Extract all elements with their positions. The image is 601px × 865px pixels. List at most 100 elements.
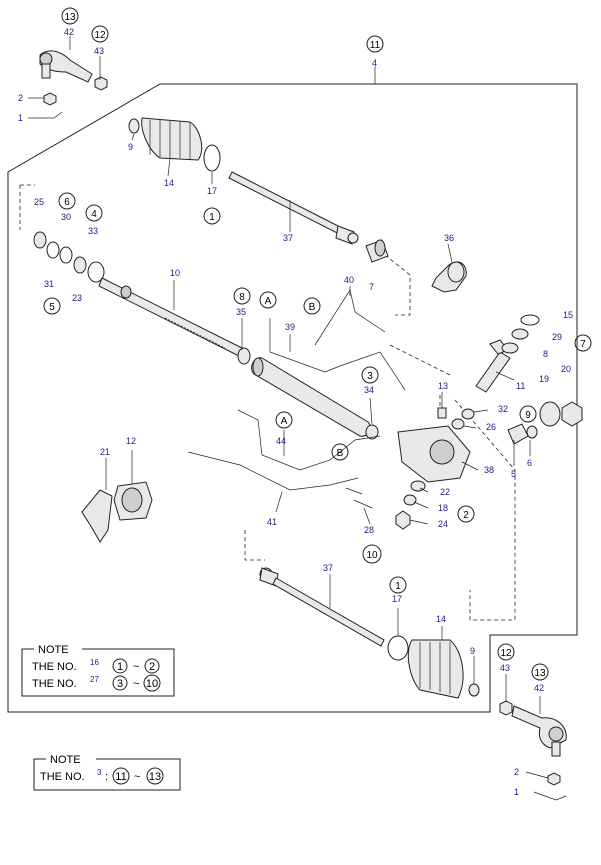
note1-row1-sep: ~ bbox=[133, 661, 139, 673]
inner-tie-rod-top bbox=[228, 171, 359, 245]
label-1-bottom: 1 bbox=[514, 787, 519, 797]
note1-row1-part: 16 bbox=[90, 658, 99, 667]
ref-circle-12-top: 12 bbox=[91, 25, 109, 43]
label-13: 13 bbox=[438, 381, 448, 391]
bellows-bottom bbox=[407, 639, 464, 699]
label-43-bottom: 43 bbox=[500, 663, 510, 673]
label-5: 5 bbox=[511, 469, 516, 479]
label-29: 29 bbox=[552, 332, 562, 342]
svg-text:12: 12 bbox=[94, 30, 106, 41]
label-28: 28 bbox=[364, 525, 374, 535]
label-42-top: 42 bbox=[64, 27, 74, 37]
label-19: 19 bbox=[539, 374, 549, 384]
steering-rack-10 bbox=[98, 277, 247, 359]
label-15: 15 bbox=[563, 310, 573, 320]
label-44: 44 bbox=[276, 436, 286, 446]
label-24: 24 bbox=[438, 519, 448, 529]
cotter-pin-top bbox=[34, 111, 63, 119]
label-14-bottom: 14 bbox=[436, 614, 446, 624]
note1-row1-prefix: THE NO. bbox=[32, 661, 77, 673]
label-43-top: 43 bbox=[94, 46, 104, 56]
ref-circle-11: 11 bbox=[366, 35, 384, 53]
castle-nut-top bbox=[43, 92, 57, 106]
ref-circle-4: 4 bbox=[85, 204, 103, 222]
label-14-top: 14 bbox=[164, 178, 174, 188]
bellows-clip-top bbox=[128, 118, 140, 134]
ring-29 bbox=[511, 328, 529, 340]
bellows-band-bottom bbox=[387, 635, 409, 661]
label-40: 40 bbox=[344, 275, 354, 285]
svg-text:1: 1 bbox=[209, 212, 215, 223]
label-36: 36 bbox=[444, 233, 454, 243]
label-21: 21 bbox=[100, 447, 110, 457]
note1-row2-prefix: THE NO. bbox=[32, 678, 77, 690]
label-31: 31 bbox=[44, 279, 54, 289]
leader-lines bbox=[28, 36, 549, 779]
bellows-band-top bbox=[203, 144, 221, 172]
ref-circle-1-top: 1 bbox=[203, 207, 221, 225]
ref-circle-13-bottom: 13 bbox=[531, 663, 549, 681]
svg-text:3: 3 bbox=[367, 371, 373, 382]
label-39: 39 bbox=[285, 322, 295, 332]
assembly-frame bbox=[7, 83, 578, 713]
label-20: 20 bbox=[561, 364, 571, 374]
note1-title: NOTE bbox=[38, 644, 69, 656]
group-line-25-31 bbox=[19, 184, 35, 230]
note1-row2-from: 3 bbox=[117, 678, 123, 690]
label-22: 22 bbox=[440, 487, 450, 497]
label-17-bottom: 17 bbox=[392, 594, 402, 604]
label-2-top: 2 bbox=[18, 93, 23, 103]
svg-text:10: 10 bbox=[366, 550, 378, 561]
svg-text:12: 12 bbox=[500, 648, 512, 659]
note2-row-prefix: THE NO. bbox=[40, 771, 85, 783]
label-4: 4 bbox=[372, 58, 377, 68]
seal-26 bbox=[451, 418, 465, 430]
ref-circle-5: 5 bbox=[43, 297, 61, 315]
pipe-44 bbox=[237, 409, 381, 471]
ref-circle-6: 6 bbox=[58, 192, 76, 210]
note1-row2-to: 10 bbox=[146, 678, 158, 690]
label-12: 12 bbox=[126, 436, 136, 446]
label-6: 6 bbox=[527, 458, 532, 468]
nut-24 bbox=[395, 510, 411, 530]
note2-row-sep: ~ bbox=[134, 771, 140, 783]
note2-row-part: 3 bbox=[97, 768, 102, 777]
castle-nut-bottom bbox=[547, 772, 561, 786]
svg-text:B: B bbox=[337, 448, 344, 459]
ref-circle-a-bottom: A bbox=[275, 411, 293, 429]
pipe-40 bbox=[314, 289, 386, 346]
plug-19 bbox=[539, 401, 561, 427]
svg-text:A: A bbox=[281, 416, 288, 427]
svg-text:9: 9 bbox=[525, 410, 531, 421]
ref-circle-a-top: A bbox=[259, 291, 277, 309]
cotter-pin-bottom bbox=[533, 791, 567, 801]
label-2-bottom: 2 bbox=[514, 767, 519, 777]
note2-row-colon: : bbox=[105, 771, 108, 783]
pipe-39 bbox=[269, 318, 406, 391]
tie-rod-nut-top bbox=[94, 76, 108, 91]
ring-25 bbox=[33, 231, 47, 249]
label-17-top: 17 bbox=[207, 186, 217, 196]
part-labels: 42 43 2 1 4 9 14 17 37 36 25 30 33 31 23… bbox=[18, 27, 573, 797]
ref-circle-7: 7 bbox=[574, 334, 592, 352]
cylinder-tube bbox=[251, 357, 371, 437]
o-ring-33 bbox=[87, 261, 105, 283]
note1-row2-part: 27 bbox=[90, 675, 99, 684]
label-42-bottom: 42 bbox=[534, 683, 544, 693]
svg-text:6: 6 bbox=[64, 197, 70, 208]
label-18: 18 bbox=[438, 503, 448, 513]
label-10: 10 bbox=[170, 268, 180, 278]
locknut-20 bbox=[561, 401, 583, 427]
label-35: 35 bbox=[236, 307, 246, 317]
svg-text:4: 4 bbox=[91, 209, 97, 220]
ref-circle-3: 3 bbox=[361, 366, 379, 384]
note2-row-to: 13 bbox=[149, 771, 161, 783]
tie-rod-nut-bottom bbox=[499, 700, 513, 716]
note-box-1: NOTE THE NO. 16 1 ~ 2 THE NO. 27 3 ~ 10 bbox=[21, 644, 175, 697]
ref-circle-9: 9 bbox=[519, 405, 537, 423]
clamp-36 bbox=[431, 261, 467, 293]
label-32: 32 bbox=[498, 404, 508, 414]
label-9-top: 9 bbox=[128, 142, 133, 152]
ring-8 bbox=[501, 342, 519, 354]
